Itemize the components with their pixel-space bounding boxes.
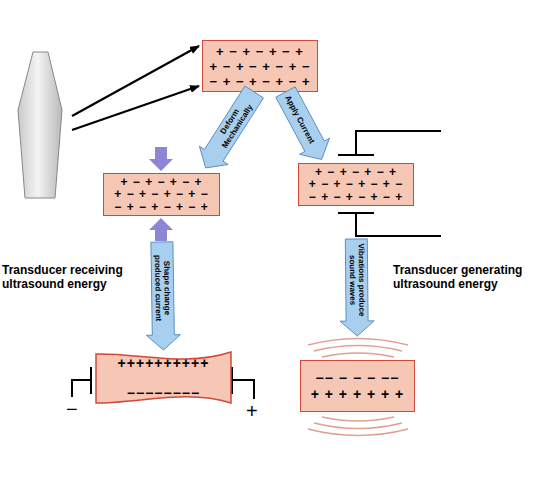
charge-row: − + − + − + − +: [309, 191, 403, 204]
charge-row: −−−−−−−−: [127, 386, 200, 401]
sound-waves: [308, 339, 408, 436]
arrow-label: Apply Current: [282, 92, 317, 147]
block-arrow: [146, 242, 180, 350]
crystal-box: ++++++++++ −−−−−−−−: [95, 350, 232, 405]
crystal-box: + − + − + − ++ − + − + − + −− + − + − + …: [202, 40, 318, 92]
crystal-box: + − + − + − ++ − + − + − + −− + − + − + …: [298, 163, 414, 206]
charge-row: − + − + − + − +: [114, 201, 208, 214]
block-arrow: [276, 87, 330, 160]
arrow-label: Shape change produced current: [153, 244, 172, 333]
charge-row: + − + − + − +: [216, 44, 304, 59]
charge-row: + − + − + − +: [120, 176, 202, 189]
pointer-line: [72, 86, 199, 130]
charge-row: + + + + + + +: [311, 386, 405, 402]
polarity-sign: +: [246, 400, 262, 423]
charge-row: + − + − + − + −: [209, 59, 310, 74]
polarity-sign: −: [66, 398, 82, 421]
pointer-line: [72, 46, 199, 116]
charge-row: + − + − + − +: [315, 166, 397, 179]
arrow-label: Deform Mechanically: [207, 89, 260, 159]
charge-row: + − + − + − + −: [114, 188, 208, 201]
charge-row: ++++++++++: [118, 356, 210, 371]
caption-text: Transducer receiving ultrasound energy: [2, 264, 144, 292]
crystal-box: −− − − − −−+ + + + + + +: [300, 360, 415, 412]
charge-row: + − + − + − + −: [309, 178, 403, 191]
compression-arrow: [149, 147, 173, 171]
transducer-probe: [18, 52, 62, 198]
charge-row: − + − + − + − +: [209, 74, 310, 89]
charge-row: −− − − − −−: [316, 370, 400, 386]
compression-arrow: [149, 218, 173, 241]
caption-text: Transducer generating ultrasound energy: [393, 264, 535, 292]
block-arrow: [340, 239, 374, 336]
block-arrow: [199, 86, 263, 168]
crystal-box: + − + − + − ++ − + − + − + −− + − + − + …: [103, 173, 220, 216]
arrow-label: Vibrations produce sound waves: [347, 241, 366, 319]
